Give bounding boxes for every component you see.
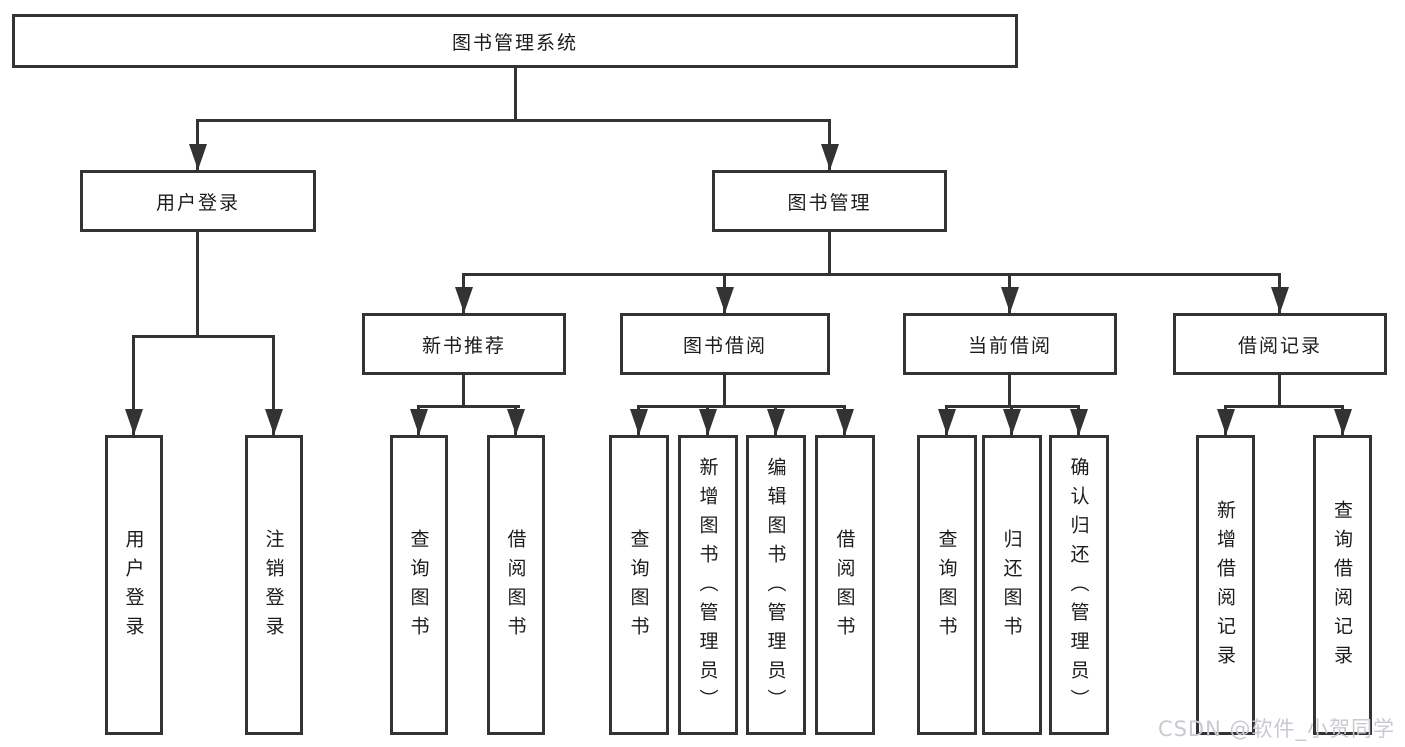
arrow-head	[1271, 287, 1289, 313]
arrow-head	[699, 409, 717, 435]
arrow-head	[1001, 287, 1019, 313]
leaf-bb-add-book-admin: 新增图书（管理员）	[678, 435, 738, 735]
arrow-head	[630, 409, 648, 435]
edge-line	[417, 405, 520, 408]
leaf-cb-query-book: 查询图书	[917, 435, 977, 735]
arrow-head	[410, 409, 428, 435]
leaf-cb-confirm-return-admin: 确认归还（管理员）	[1049, 435, 1109, 735]
arrow-head	[767, 409, 785, 435]
node-current-borrow: 当前借阅	[903, 313, 1117, 375]
edge-line	[132, 335, 275, 338]
edge-line	[196, 232, 199, 338]
edge-line	[1278, 375, 1281, 407]
edge-line	[132, 335, 135, 435]
leaf-cb-return-book: 归还图书	[982, 435, 1042, 735]
arrow-head	[938, 409, 956, 435]
node-borrow-record: 借阅记录	[1173, 313, 1387, 375]
leaf-rec-borrow-book: 借阅图书	[487, 435, 545, 735]
edge-line	[272, 335, 275, 435]
node-new-book-recommend: 新书推荐	[362, 313, 566, 375]
edge-line	[196, 119, 831, 122]
leaf-bb-borrow-book: 借阅图书	[815, 435, 875, 735]
leaf-bb-query-book: 查询图书	[609, 435, 669, 735]
leaf-br-add-record: 新增借阅记录	[1196, 435, 1255, 735]
leaf-rec-query-book: 查询图书	[390, 435, 448, 735]
arrow-head	[1334, 409, 1352, 435]
arrow-head	[821, 144, 839, 170]
arrow-head	[189, 144, 207, 170]
arrow-head	[455, 287, 473, 313]
edge-line	[637, 405, 846, 408]
arrow-head	[125, 409, 143, 435]
edge-line	[514, 68, 517, 122]
node-user-login: 用户登录	[80, 170, 316, 232]
edge-line	[723, 375, 726, 407]
leaf-logout: 注销登录	[245, 435, 303, 735]
leaf-user-login: 用户登录	[105, 435, 163, 735]
node-root: 图书管理系统	[12, 14, 1018, 68]
csdn-watermark: CSDN @软件_小贺同学	[1157, 717, 1395, 741]
arrow-head	[1003, 409, 1021, 435]
edge-line	[1008, 375, 1011, 407]
leaf-br-query-record: 查询借阅记录	[1313, 435, 1372, 735]
arrow-head	[265, 409, 283, 435]
leaf-bb-edit-book-admin: 编辑图书（管理员）	[746, 435, 806, 735]
node-book-management: 图书管理	[712, 170, 947, 232]
arrow-head	[507, 409, 525, 435]
arrow-head	[1070, 409, 1088, 435]
edge-line	[828, 232, 831, 276]
arrow-head	[836, 409, 854, 435]
edge-line	[462, 273, 1281, 276]
arrow-head	[716, 287, 734, 313]
edge-line	[462, 375, 465, 407]
arrow-head	[1217, 409, 1235, 435]
edge-line	[1224, 405, 1344, 408]
node-book-borrow: 图书借阅	[620, 313, 830, 375]
